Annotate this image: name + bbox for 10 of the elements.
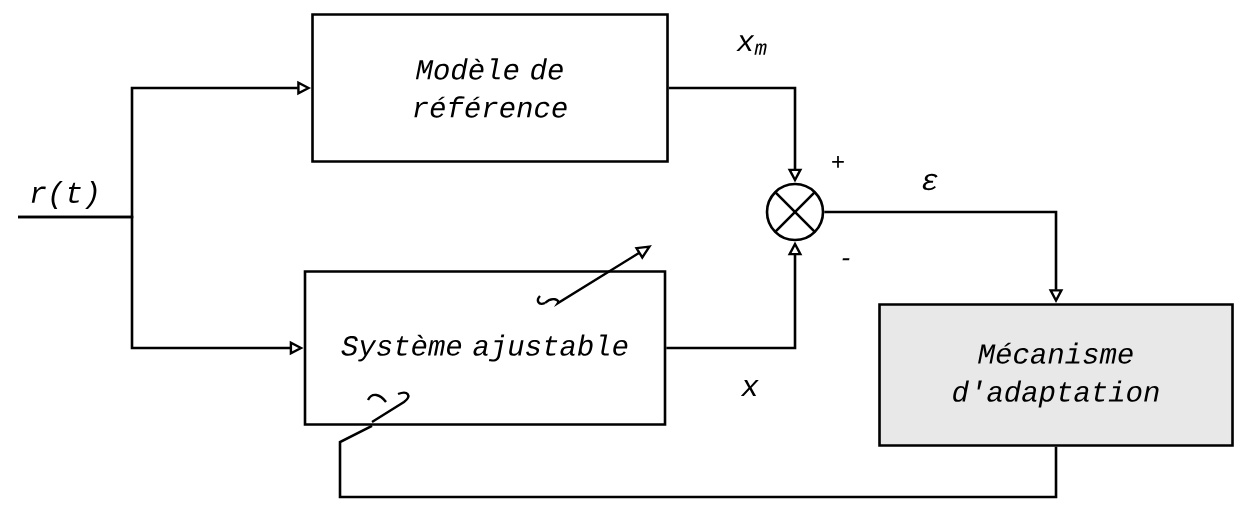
edge-label: ε (920, 172, 940, 192)
process-box: Système ajustable (303, 270, 667, 426)
sign-label: + (832, 156, 844, 168)
edge-label: x (740, 379, 760, 397)
summing-junction (765, 182, 825, 242)
process-box: Mécanisme d'adaptation (878, 303, 1234, 447)
edge-label: r(t) (28, 180, 102, 210)
edge-label: x$_{m}$ (735, 34, 769, 56)
process-box: Modèle de référence (311, 13, 669, 163)
sign-label: - (842, 258, 850, 261)
